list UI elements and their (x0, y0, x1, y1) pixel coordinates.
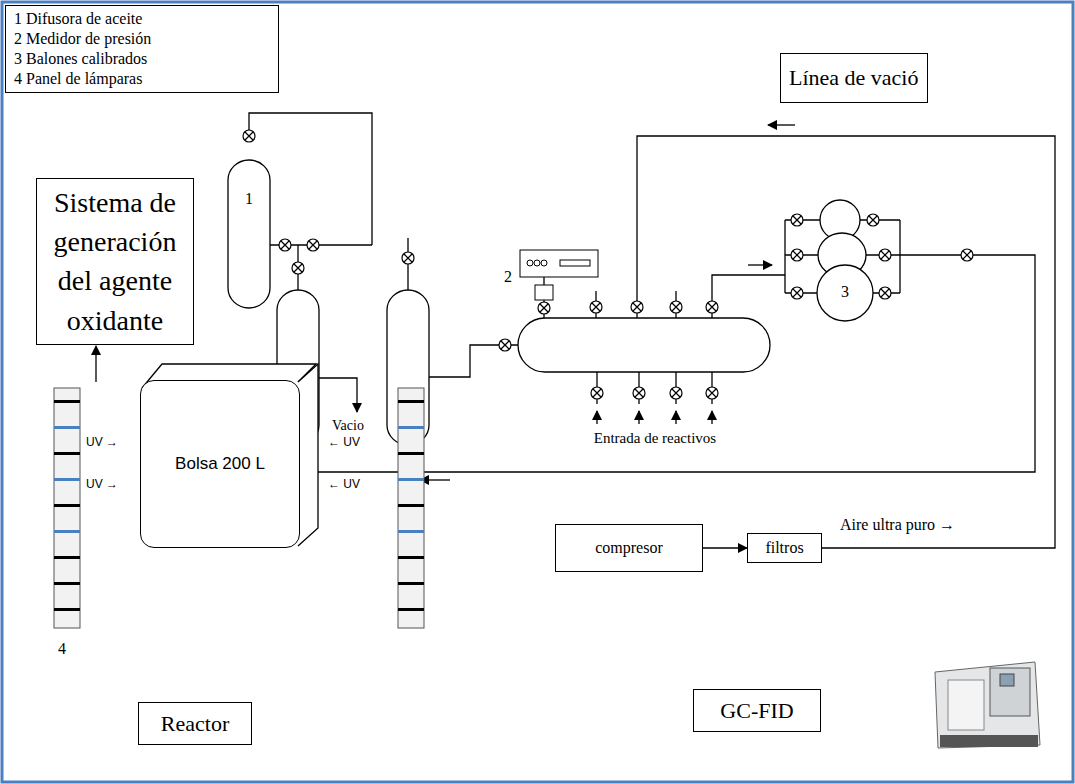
pipe-line (319, 378, 357, 412)
valve-symbol (279, 239, 291, 251)
valve-symbol (961, 249, 973, 261)
valve-symbol (591, 387, 603, 399)
node-text: Reactor (161, 710, 229, 738)
valve-symbol (670, 301, 682, 313)
valve-symbol (791, 287, 803, 299)
label-box: GC-FID (693, 689, 821, 732)
annotation-label: Vacio (332, 418, 364, 433)
valve-symbol (243, 130, 255, 142)
annotation-label: Aire ultra puro → (840, 516, 955, 534)
valve-symbol (879, 249, 891, 261)
pipe-line (596, 411, 597, 424)
node-text: GC-FID (720, 697, 793, 725)
pressure-meter (520, 250, 598, 277)
pipe-line (638, 372, 639, 387)
valve-symbol (631, 301, 643, 313)
label-box: Reactor (138, 702, 252, 745)
pipe-line (407, 238, 408, 252)
valve-symbol (867, 214, 879, 226)
pressure-sensor (535, 285, 553, 300)
pipe-line (543, 277, 544, 285)
valve-symbol (590, 301, 602, 313)
pipe-line (711, 399, 712, 404)
pipe-line (637, 136, 1055, 548)
pipe-line (675, 399, 676, 404)
process-box: filtros (747, 533, 822, 563)
annotation-label: UV → (86, 478, 118, 491)
valve-symbol (706, 387, 718, 399)
label-box: Sistema de generación del agente oxidant… (36, 178, 194, 345)
pipe-line (596, 372, 597, 387)
node-text: filtros (765, 538, 803, 558)
process-box: compresor (555, 524, 703, 572)
pipe-line (638, 411, 639, 424)
node-text: Línea de vació (789, 64, 919, 92)
lamp-panel (398, 388, 424, 628)
pipe-line (899, 220, 900, 293)
valve-symbol (791, 214, 803, 226)
valve-symbol (538, 302, 550, 314)
pipe-line (784, 220, 785, 293)
valve-symbol (402, 252, 414, 264)
callout-number: 1 (245, 190, 253, 208)
valve-symbol (499, 339, 511, 351)
node-text: 2 Medidor de presión (14, 29, 151, 49)
lamp-panel (54, 388, 80, 628)
pipe-line (712, 275, 785, 318)
pipe-line (711, 372, 712, 387)
valve-symbol (292, 262, 304, 274)
flow-arrow (703, 547, 747, 548)
valve-symbol (791, 249, 803, 261)
callout-number: 3 (841, 283, 849, 301)
pipe-line (95, 346, 96, 382)
pipe-line (748, 264, 772, 265)
pipe-line (638, 399, 639, 404)
pipe-line (675, 372, 676, 387)
node-text: compresor (595, 538, 663, 558)
annotation-label: ← UV (328, 436, 360, 449)
reactor-bag: Bolsa 200 L (140, 380, 300, 548)
bag-side (298, 364, 318, 546)
valve-symbol (633, 387, 645, 399)
cylinder-vessel (228, 160, 270, 308)
pipe-line (768, 124, 795, 125)
legend-box: 1 Difusora de aceite2 Medidor de presión… (5, 5, 279, 93)
callout-number: 4 (58, 640, 66, 658)
valve-symbol (879, 287, 891, 299)
node-text: 4 Panel de lámparas (14, 69, 142, 89)
node-text: Bolsa 200 L (175, 453, 265, 474)
annotation-label: ← UV (328, 478, 360, 491)
title-box: Línea de vació (780, 53, 928, 103)
node-text: Sistema de generación del agente oxidant… (43, 183, 187, 340)
pipe-line (407, 264, 408, 290)
annotation-label: UV → (86, 436, 118, 449)
annotation-label: Entrada de reactivos (594, 430, 716, 447)
node-text: 3 Balones calibrados (14, 49, 147, 69)
pipe-line (675, 411, 676, 424)
callout-number: 2 (504, 268, 512, 286)
pipe-line (711, 411, 712, 424)
pipe-line (596, 399, 597, 404)
valve-symbol (307, 239, 319, 251)
gc-instrument-icon (935, 662, 1040, 748)
node-text: 1 Difusora de aceite (14, 9, 142, 29)
valve-symbol (706, 301, 718, 313)
valve-symbol (670, 387, 682, 399)
manifold (518, 318, 770, 372)
